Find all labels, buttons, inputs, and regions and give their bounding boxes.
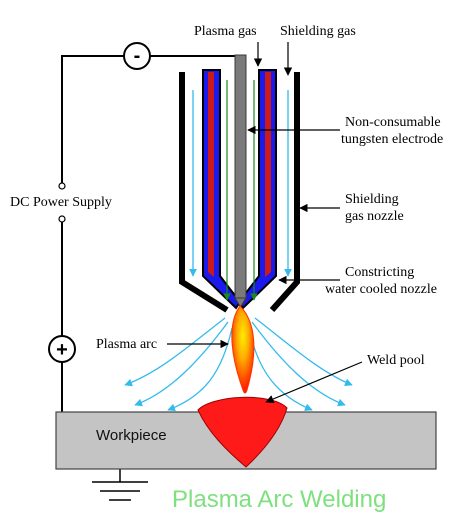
shielding-gas-nozzle-right — [269, 72, 300, 312]
constricting-label-line2: water cooled nozzle — [325, 282, 437, 297]
torch — [179, 54, 300, 313]
shielding-gas-label: Shielding gas — [280, 24, 356, 39]
weld-pool-label: Weld pool — [367, 353, 425, 368]
negative-terminal-icon: - — [123, 42, 151, 70]
nozzle-label-line2: gas nozzle — [345, 209, 404, 224]
diagram-title: Plasma Arc Welding — [172, 486, 386, 513]
workpiece-label: Workpiece — [96, 427, 167, 444]
electrode-label-line2: tungsten electrode — [341, 132, 443, 147]
power-terminal-top — [58, 182, 66, 190]
gas-flow-right-2 — [251, 321, 346, 407]
electrode-label-line1: Non-consumable — [345, 115, 441, 130]
electrode-tip — [234, 297, 247, 308]
constricting-label-line1: Constricting — [345, 265, 414, 280]
gas-flow-right-1 — [254, 317, 353, 386]
constricting-nozzle-right-cooling — [265, 72, 271, 277]
plasma-arc-label: Plasma arc — [96, 337, 157, 352]
weld-pool — [197, 396, 288, 468]
constricting-nozzle-left-cooling — [208, 72, 214, 277]
power-terminal-bottom — [58, 215, 66, 223]
positive-terminal-icon: + — [48, 335, 76, 363]
gas-flow-left-1 — [124, 317, 226, 387]
circuit-wire-top — [61, 55, 242, 183]
electrical-circuit — [58, 55, 242, 482]
power-supply-label: DC Power Supply — [10, 195, 112, 210]
nozzle-label-line1: Shielding — [345, 192, 399, 207]
plasma-arc — [231, 305, 255, 394]
gas-flow-left-3 — [167, 327, 233, 412]
plasma-gas-label: Plasma gas — [194, 24, 257, 39]
gas-flow-left-2 — [134, 321, 229, 407]
tungsten-electrode — [234, 54, 247, 300]
shielding-gas-nozzle-left — [179, 72, 229, 313]
ground-icon — [92, 481, 148, 501]
positive-symbol: + — [56, 339, 68, 361]
negative-symbol: - — [134, 45, 141, 67]
weld-pool-leader-arrow — [265, 361, 363, 403]
